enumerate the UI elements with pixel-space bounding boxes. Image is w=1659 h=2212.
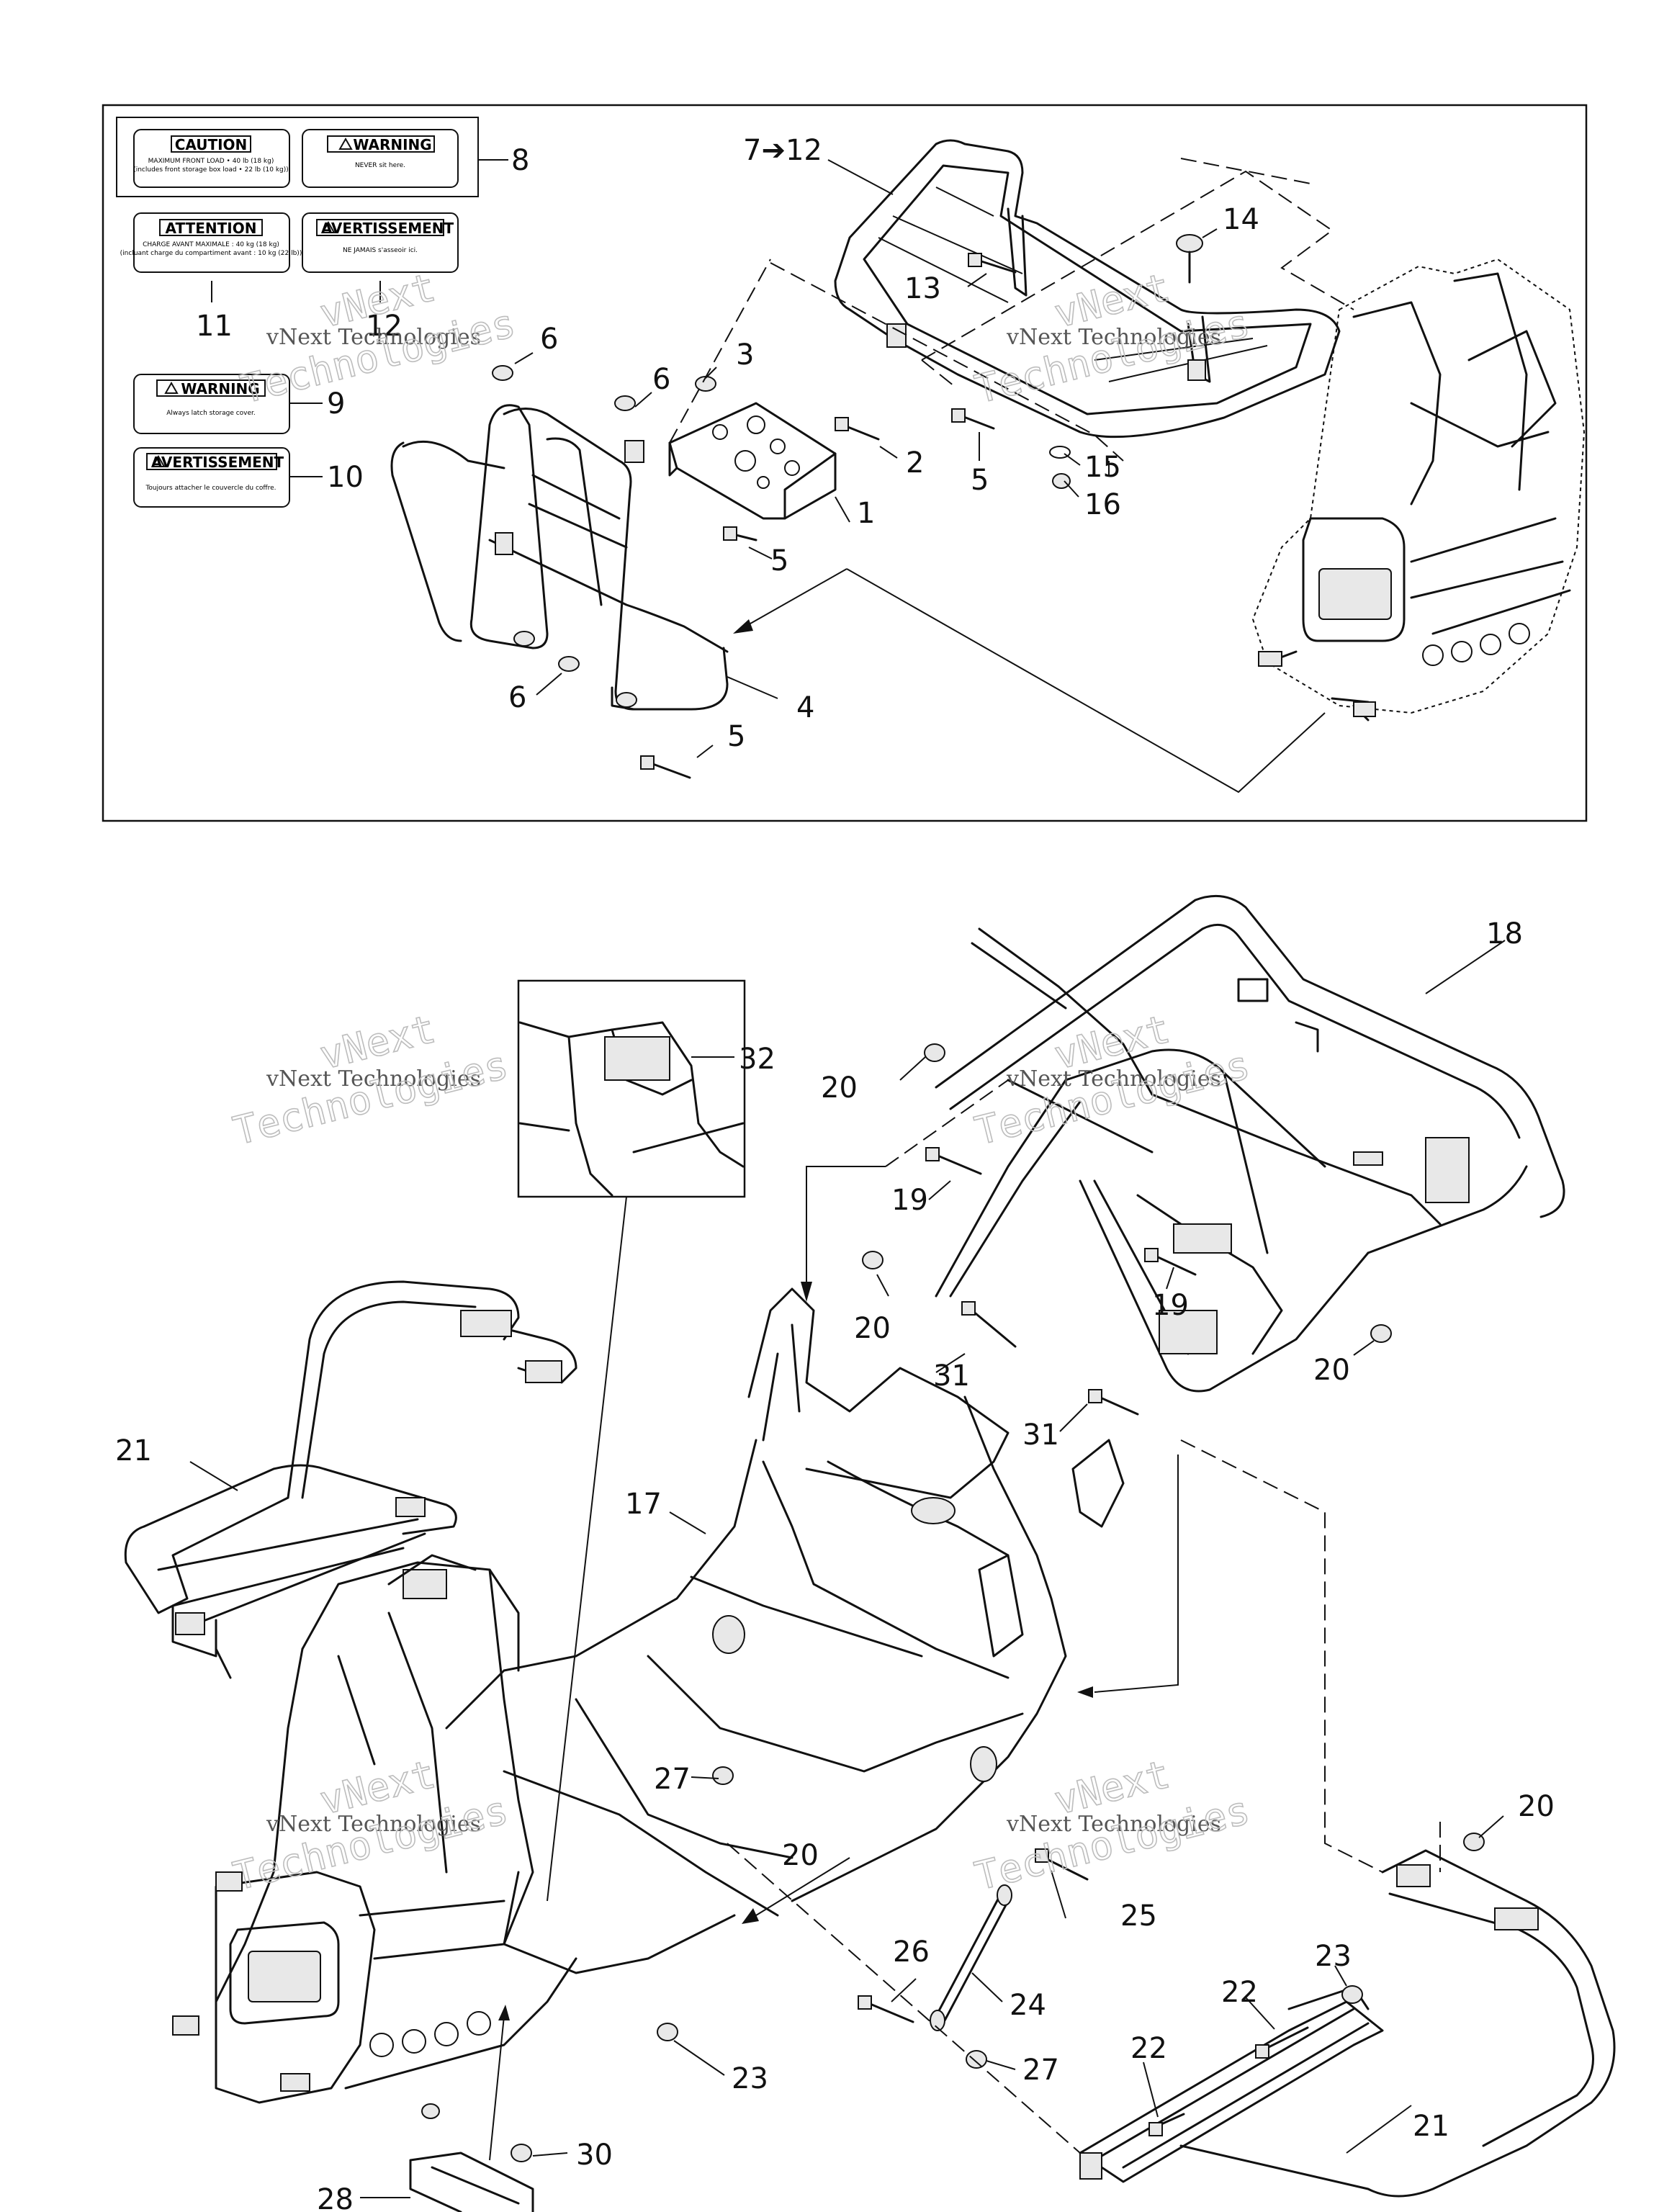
callout-15: 15 xyxy=(1084,451,1121,484)
callout-20b: 20 xyxy=(854,1312,891,1345)
callout-20d: 20 xyxy=(782,1839,819,1872)
callout-25: 25 xyxy=(1120,1899,1157,1933)
callout-14: 14 xyxy=(1223,203,1259,236)
watermark-5: vNext vNext Technologies Technologies xyxy=(228,1750,513,1899)
callout-27b: 27 xyxy=(1022,2054,1059,2087)
callout-10: 10 xyxy=(327,461,364,494)
strut-rod xyxy=(930,1884,1012,2031)
svg-text:vNext Technologies: vNext Technologies xyxy=(1006,325,1221,350)
avertissement-latch-title: AVERTISSEMENT xyxy=(151,454,284,471)
callout-21a: 21 xyxy=(115,1434,152,1467)
main-frame xyxy=(172,1287,1125,2104)
avertissement-latch-text: Toujours attacher le couvercle du coffre… xyxy=(145,485,276,492)
top-panel-frame xyxy=(102,104,1588,822)
callout-3: 3 xyxy=(736,338,754,372)
callout-8: 8 xyxy=(511,144,529,177)
callout-7-12: 7➔12 xyxy=(743,134,822,167)
callout-9: 9 xyxy=(327,387,345,421)
svg-text:vNext Technologies: vNext Technologies xyxy=(266,1812,481,1837)
callout-1: 1 xyxy=(857,497,875,530)
svg-text:vNext Technologies: vNext Technologies xyxy=(1006,1812,1221,1837)
watermark-1: vNext vNext Technologies Technologies xyxy=(235,264,520,413)
decal-warning-rider: WARNING NEVER sit here. xyxy=(302,129,459,188)
watermark-2: vNext vNext Technologies Technologies xyxy=(970,264,1254,413)
front-bumper-left xyxy=(124,1280,577,1679)
front-frame-partial xyxy=(1251,258,1586,721)
rear-frame xyxy=(885,894,1565,1393)
warning-latch-title: WARNING xyxy=(181,380,259,397)
watermark-6: vNext vNext Technologies Technologies xyxy=(970,1750,1254,1899)
callout-11: 11 xyxy=(196,310,233,343)
caution-title: CAUTION xyxy=(175,136,248,153)
decal-caution: CAUTION MAXIMUM FRONT LOAD • 40 lb (18 k… xyxy=(133,129,290,188)
mounting-bracket xyxy=(668,402,837,520)
callout-23b: 23 xyxy=(732,2062,768,2095)
front-bumper xyxy=(390,404,729,711)
callout-20a: 20 xyxy=(821,1071,858,1105)
callouts: 1 2 3 4 5 5 5 6 6 6 7➔12 8 9 10 11 12 13… xyxy=(115,134,1555,2212)
callout-18: 18 xyxy=(1486,917,1523,950)
fasteners-top xyxy=(492,234,1203,779)
callout-13: 13 xyxy=(904,272,941,305)
callout-5c: 5 xyxy=(727,720,745,753)
attention-text2: (incluant charge du compartiment avant :… xyxy=(120,250,302,257)
fasteners-bottom xyxy=(421,1043,1485,2162)
callout-17: 17 xyxy=(625,1488,662,1521)
svg-text:vNext Technologies: vNext Technologies xyxy=(1006,1066,1221,1092)
callout-2: 2 xyxy=(906,446,924,480)
warning-latch-text: Always latch storage cover. xyxy=(166,410,256,417)
decal-box xyxy=(116,117,479,197)
callout-22a: 22 xyxy=(1221,1976,1258,2009)
callout-6c: 6 xyxy=(508,681,526,714)
watermark-3: vNext vNext Technologies Technologies xyxy=(228,1005,513,1154)
svg-text:vNext Technologies: vNext Technologies xyxy=(266,325,481,350)
attention-text: CHARGE AVANT MAXIMALE : 40 kg (18 kg) xyxy=(143,241,279,248)
callout-32: 32 xyxy=(739,1043,775,1076)
callout-23a: 23 xyxy=(1315,1940,1352,1973)
callout-20c: 20 xyxy=(1313,1354,1350,1387)
callout-6b: 6 xyxy=(652,363,670,396)
callout-19a: 19 xyxy=(891,1184,928,1217)
detail-inset xyxy=(517,979,746,1902)
decal-avertissement-latch: AVERTISSEMENT Toujours attacher le couve… xyxy=(133,447,290,508)
caution-text: MAXIMUM FRONT LOAD • 40 lb (18 kg) xyxy=(148,158,274,165)
callout-27a: 27 xyxy=(654,1763,691,1796)
svg-text:vNext Technologies: vNext Technologies xyxy=(266,1066,481,1092)
skid-plate-bracket xyxy=(409,2152,534,2212)
decal-attention: ATTENTION CHARGE AVANT MAXIMALE : 40 kg … xyxy=(120,212,302,273)
rear-rack xyxy=(834,139,1341,439)
decal-avertissement-rider: AVERTISSEMENT NE JAMAIS s'asseoir ici. xyxy=(302,212,459,273)
callout-31a: 31 xyxy=(933,1359,970,1393)
callout-4: 4 xyxy=(796,691,814,724)
warning-rider-title: WARNING xyxy=(353,136,431,153)
avertissement-rider-title: AVERTISSEMENT xyxy=(321,220,454,237)
attention-title: ATTENTION xyxy=(166,220,257,237)
callout-31b: 31 xyxy=(1022,1419,1059,1452)
warning-rider-text: NEVER sit here. xyxy=(355,162,405,169)
callout-26: 26 xyxy=(893,1936,930,1969)
callout-5a: 5 xyxy=(770,544,788,577)
callout-21b: 21 xyxy=(1413,2110,1449,2143)
caution-text2: (includes front storage box load • 22 lb… xyxy=(133,166,289,174)
callout-16: 16 xyxy=(1084,488,1121,521)
callout-30: 30 xyxy=(576,2139,613,2172)
callout-22b: 22 xyxy=(1130,2032,1167,2065)
callout-6a: 6 xyxy=(540,323,558,356)
callout-12: 12 xyxy=(366,310,403,343)
callout-20e: 20 xyxy=(1518,1790,1555,1823)
callout-24: 24 xyxy=(1010,1989,1046,2022)
avertissement-rider-text: NE JAMAIS s'asseoir ici. xyxy=(343,247,418,254)
callout-28: 28 xyxy=(317,2183,354,2212)
callout-19b: 19 xyxy=(1152,1289,1189,1322)
rear-bumper-right xyxy=(1079,1849,1616,2198)
callout-5b: 5 xyxy=(971,464,989,497)
